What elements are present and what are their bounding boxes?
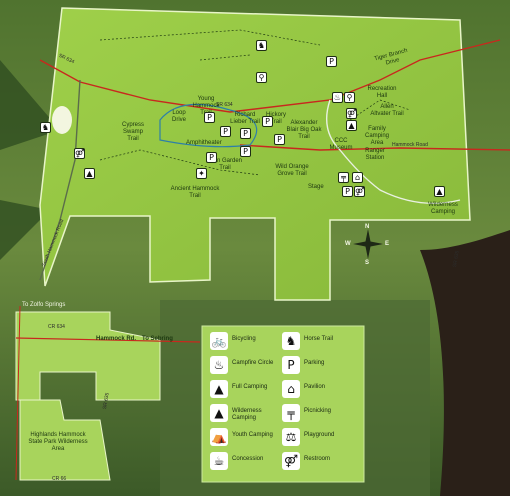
inset-locator-map [15,305,201,481]
compass-e: E [385,241,390,247]
playground-icon: ⚖ [282,428,300,446]
label-allen-altvater: Allen Altvater Trail [370,104,404,117]
horse-icon: ♞ [256,40,267,51]
lake [52,106,72,134]
road-label-hammock: Hammock Road [392,142,428,148]
road-south-hammock [39,79,81,281]
wilderness-tent-icon: ▲ [434,186,445,197]
road-hammock [239,144,510,151]
bicycle-icon: ⚲ [344,92,355,103]
youth-camping-icon: ⛺ [210,428,228,446]
legend-label: Bicycling [232,336,256,342]
label-wild-orange: Wild Orange Grove Trail [275,164,309,177]
restroom-icon: ⚤ [74,148,85,159]
compass-w: W [345,241,351,247]
legend-label: Concession [232,456,264,462]
label-ranger-station: Ranger Station [365,148,385,161]
legend-label: Full Camping [232,384,268,390]
label-richard-lieber: Richard Lieber Trail [230,112,260,125]
label-wilderness-camping: Wilderness Camping [428,202,458,215]
road-label-cr66: CR 66 [52,476,67,482]
park-boundary [39,7,471,301]
road-sr634 [39,39,501,113]
parking-icon: P [240,128,251,139]
road-loop [159,103,258,148]
campfire-icon: ♨ [332,92,343,103]
legend-label: Restroom [304,456,331,462]
label-hickory: Hickory Trail [265,112,286,125]
label-fern-garden: Fern Garden Trail [207,158,243,171]
parking-icon: P [326,56,337,67]
trail-dotted [99,29,411,176]
concession-icon: ☕ [210,452,228,470]
road-label-sr634-mid: SR 634 [216,102,233,108]
label-park-name: Highlands Hammock State Park Wilderness … [28,432,88,452]
label-recreation-hall: Recreation Hall [367,86,397,99]
label-cypress-swamp: Cypress Swamp Trail [121,122,144,142]
hiker-icon: ✦ [196,168,207,179]
tent-icon: ▲ [346,120,357,131]
road-park-drive [326,99,461,204]
pavilion-icon: ⌂ [282,380,300,398]
compass-rose [353,229,383,259]
legend-label: Picnicking [304,408,332,414]
parking-icon: P [206,152,217,163]
horse-icon: ♞ [40,122,51,133]
parking-icon: P [220,126,231,137]
legend-label: Horse Trail [304,336,334,342]
parking-icon: P [274,134,285,145]
restroom-icon: ⚤ [354,186,365,197]
legend-label: Wilderness Camping [232,408,262,421]
label-amphitheater: Amphitheater [186,140,222,146]
compass-n: N [365,224,370,230]
horse-icon: ♞ [282,332,300,350]
restroom-icon: ⚤ [282,452,300,470]
picnic-table-icon: ╤ [282,404,300,422]
road-label-cr634: CR 634 [48,324,65,330]
parking-icon: P [204,112,215,123]
legend-label: Playground [304,432,335,438]
label-alexander-blair: Alexander Blair Big Oak Trail [286,120,322,140]
label-ancient-hammock: Ancient Hammock Trail [170,186,220,199]
bicycle-icon: ⚲ [256,72,267,83]
bicycle-icon: 🚲 [210,332,228,350]
pavilion-icon: ⌂ [352,172,363,183]
restroom-icon: ⚤ [346,108,357,119]
picnic-table-icon: ╤ [338,172,349,183]
legend-label: Parking [304,360,325,366]
parking-icon: P [342,186,353,197]
legend-label: Youth Camping [232,432,273,438]
label-family-camping: Family Camping Area [364,126,389,146]
campfire-icon: ♨ [210,356,228,374]
label-loop-drive: Loop Drive [171,110,186,123]
label-ccc-museum: CCC Museum [329,138,353,151]
label-hammock-rd: Hammock Rd. [96,336,137,342]
tent-icon: ▲ [210,380,228,398]
compass-s: S [365,260,370,266]
label-stage: Stage [308,184,324,190]
legend-label: Campfire Circle [232,360,274,366]
parking-icon: P [262,116,273,127]
tent-icon: ▲ [84,168,95,179]
label-to-sebring: To Sebring [142,336,173,342]
parking-icon: P [240,146,251,157]
tree-trunk [420,230,510,496]
legend-label: Pavilion [304,384,326,390]
parking-icon: P [282,356,300,374]
label-to-zolfo: To Zolfo Springs [22,302,66,308]
wilderness-tent-icon: ▲ [210,404,228,422]
